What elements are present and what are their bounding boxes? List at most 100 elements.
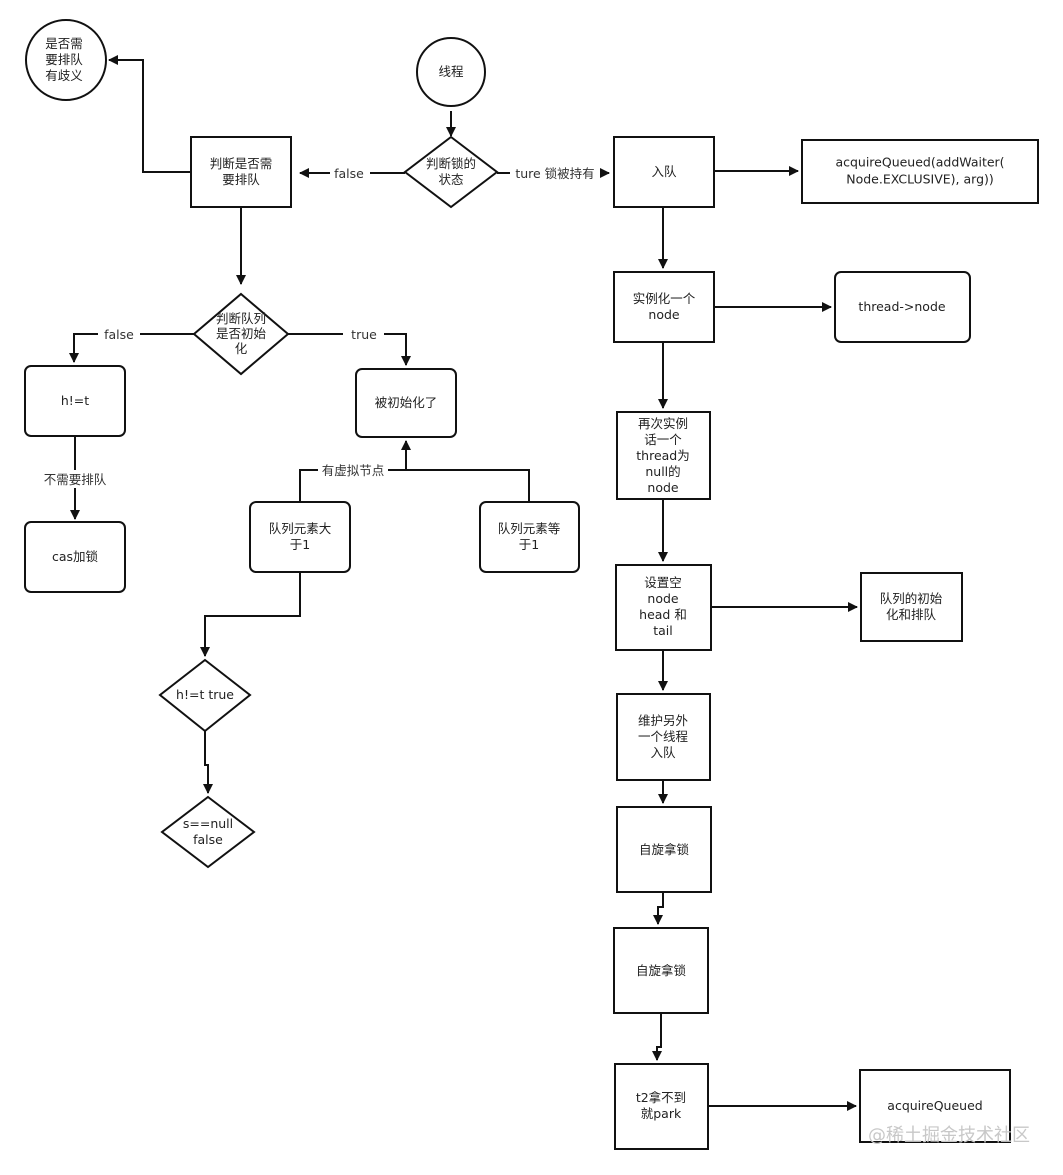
judge-queue-line-2: 要排队 (222, 172, 260, 187)
initialized-line-1: 被初始化了 (375, 395, 438, 410)
node-enqueue-text: 入队 (651, 164, 677, 179)
maintain-other-line-2: 一个线程 (638, 729, 689, 744)
set-empty-node-line-4: tail (653, 623, 673, 638)
ambiguity-line-1: 是否需 (45, 36, 83, 51)
node-instantiate-box (613, 271, 715, 343)
null-node-line-2: 话一个 (644, 432, 682, 447)
node-judge-init-text: 判断队列是否初始化 (216, 311, 267, 356)
node-t2-park-text: t2拿不到就park (636, 1090, 686, 1121)
edge-hnet-true-to-snull (203, 731, 213, 794)
acquire-queued-add-waiter-line-1: acquireQueued(addWaiter( (835, 155, 1004, 170)
node-cas-lock-box (24, 521, 126, 593)
node-queue-gt-1-box (249, 501, 351, 573)
judge-lock-line-2: 状态 (438, 172, 463, 187)
node-t2-park-box (614, 1063, 709, 1150)
edge-label-ture-held: ture 锁被持有 (515, 166, 594, 181)
node-spin-2-text: 自旋拿锁 (636, 963, 687, 978)
edge-spin2-to-park (652, 1013, 662, 1061)
node-maintain-other-text: 维护另外一个线程入队 (638, 713, 689, 760)
maintain-other-line-3: 入队 (650, 745, 676, 760)
edge-label-init-false: false (104, 327, 134, 342)
edge-eq1-up (388, 469, 530, 502)
edge-spin1-to-spin2 (653, 892, 664, 925)
t2-park-line-2: 就park (641, 1106, 682, 1121)
nodes: 是否需要排队有歧义 线程 判断锁的状态 判断是否需要排队 入队 acquireQ… (24, 19, 1039, 1150)
node-null-node-box (616, 411, 711, 500)
edge-labels: false ture 锁被持有 false true 不需要排队 有虚拟节点 (44, 166, 595, 487)
instantiate-node-line-2: node (648, 307, 680, 322)
node-h-ne-t-box (24, 365, 126, 437)
cas-lock-line-1: cas加锁 (52, 549, 99, 564)
thread-line-1: 线程 (438, 64, 464, 79)
edge-label-no-queue: 不需要排队 (44, 472, 107, 487)
node-acquire-queued-box (859, 1069, 1011, 1143)
node-h-ne-t-text: h!=t (61, 393, 89, 408)
edge-init-true-b (384, 333, 411, 366)
node-judge-queue-text: 判断是否需要排队 (210, 156, 273, 187)
t2-park-line-1: t2拿不到 (636, 1090, 686, 1105)
judge-queue-line-1: 判断是否需 (210, 156, 273, 171)
edge-judge-queue-to-ambiguity (108, 55, 191, 173)
acquire-queued-line-1: acquireQueued (887, 1098, 982, 1113)
edge-label-init-true: true (351, 327, 377, 342)
node-queue-eq-1-box (479, 501, 580, 573)
node-acquire-queued-text: acquireQueued (887, 1098, 982, 1113)
queue-init-enqueue-line-1: 队列的初始 (880, 591, 943, 606)
node-initialized-text: 被初始化了 (375, 395, 438, 410)
edge-gt1-up (299, 469, 318, 502)
node-queue-init-enqueue-box (860, 572, 963, 642)
judge-lock-line-1: 判断锁的 (426, 156, 476, 171)
enqueue-line-1: 入队 (651, 164, 677, 179)
instantiate-node-line-1: 实例化一个 (633, 291, 696, 306)
ambiguity-line-2: 要排队 (45, 52, 83, 67)
node-ambiguity-text: 是否需要排队有歧义 (45, 36, 83, 83)
node-acquire-add-waiter-box (801, 139, 1039, 204)
node-judge-queue-box (190, 136, 292, 208)
s-null-false-line-2: false (193, 832, 223, 847)
node-queue-eq-1-text: 队列元素等于1 (498, 521, 561, 552)
node-judge-lock-text: 判断锁的状态 (426, 156, 476, 187)
judge-init-line-3: 化 (235, 341, 248, 356)
node-thread-to-node-box (834, 271, 971, 343)
node-judge-lock-diamond (403, 135, 499, 209)
node-enqueue-box (613, 136, 715, 208)
spin-2-line-1: 自旋拿锁 (636, 963, 687, 978)
null-node-line-1: 再次实例 (638, 416, 688, 431)
null-node-line-5: node (647, 480, 679, 495)
node-s-null-false-diamond (160, 795, 256, 869)
node-spin-1-box (616, 806, 712, 893)
set-empty-node-line-1: 设置空 (644, 575, 682, 590)
null-node-line-3: thread为 (636, 448, 689, 463)
judge-init-line-1: 判断队列 (216, 311, 266, 326)
queue-init-enqueue-line-2: 化和排队 (886, 607, 937, 622)
node-acquire-add-waiter-text: acquireQueued(addWaiter( Node.EXCLUSIVE),… (835, 155, 1004, 187)
edge-gt1-to-hnet-true (200, 572, 301, 657)
set-empty-node-line-3: head 和 (639, 607, 687, 622)
edge-init-false-b (69, 333, 98, 363)
acquire-queued-add-waiter-line-2: Node.EXCLUSIVE), arg)) (846, 172, 994, 187)
node-spin-2-box (613, 927, 709, 1014)
watermark: @稀土掘金技术社区 (868, 1125, 1030, 1146)
node-queue-gt-1-text: 队列元素大于1 (269, 521, 332, 552)
edge-label-false: false (334, 166, 364, 181)
edge-label-virtual-node: 有虚拟节点 (322, 463, 385, 478)
node-h-ne-t-true-text: h!=t true (176, 687, 234, 702)
queue-gt-1-line-1: 队列元素大 (269, 521, 332, 536)
node-cas-lock-text: cas加锁 (52, 549, 99, 564)
set-empty-node-line-2: node (647, 591, 679, 606)
node-set-empty-node-box (615, 564, 712, 651)
queue-eq-1-line-2: 于1 (519, 537, 539, 552)
queue-eq-1-line-1: 队列元素等 (498, 521, 561, 536)
judge-init-line-2: 是否初始 (216, 326, 267, 341)
h-ne-t-line-1: h!=t (61, 393, 89, 408)
node-judge-init-diamond (192, 292, 290, 376)
node-initialized-box (355, 368, 457, 438)
node-queue-init-enqueue-text: 队列的初始化和排队 (880, 591, 943, 622)
node-maintain-other-box (616, 693, 711, 781)
spin-1-line-1: 自旋拿锁 (639, 842, 690, 857)
null-node-line-4: null的 (645, 464, 680, 479)
